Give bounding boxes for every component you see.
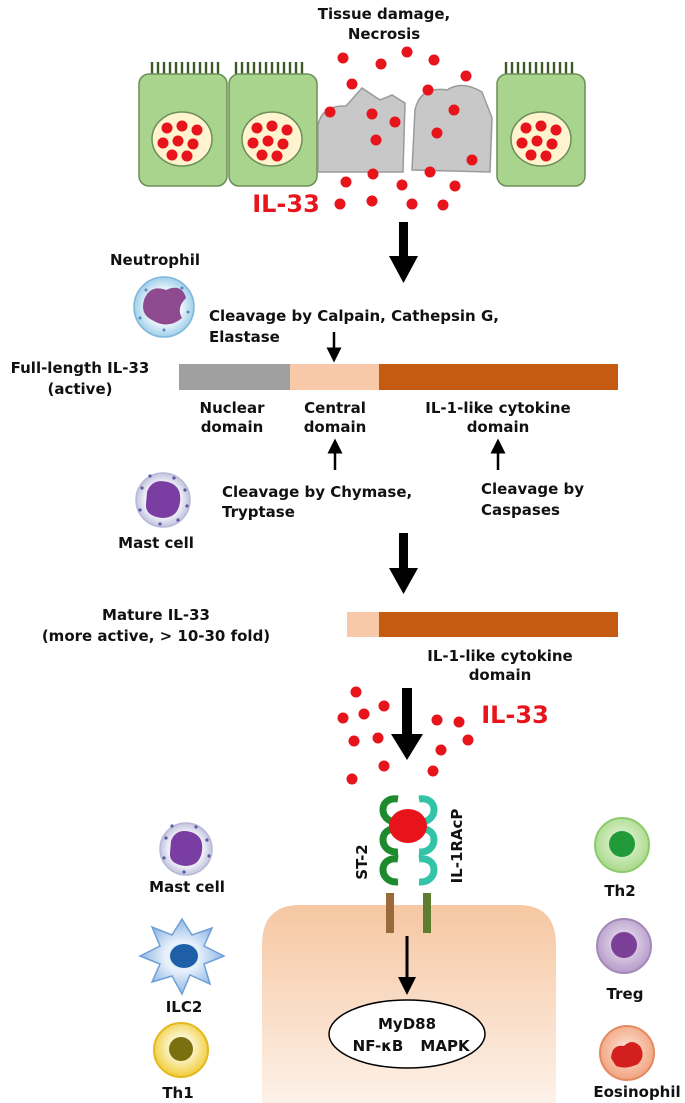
chymase-line1: Cleavage by Chymase, bbox=[222, 483, 412, 501]
il33-label-lower: IL-33 bbox=[481, 701, 549, 729]
bound-il33 bbox=[389, 809, 427, 843]
st2-receptor bbox=[379, 795, 399, 886]
full-length-label-line2: (active) bbox=[48, 380, 113, 398]
necrotic-cell-1 bbox=[317, 87, 406, 173]
caspases-line2: Caspases bbox=[481, 501, 560, 519]
mature-cytokine-line2: domain bbox=[469, 666, 532, 684]
mature-central-bar bbox=[347, 612, 379, 637]
mast-cell-top-label: Mast cell bbox=[118, 534, 194, 552]
mast-cell-top bbox=[135, 472, 191, 528]
caspases-line1: Cleavage by bbox=[481, 480, 584, 498]
mature-cytokine-bar bbox=[379, 612, 618, 637]
neutrophil-cleavage-line2: Elastase bbox=[209, 328, 280, 346]
cell-left-mast: Mast cell bbox=[149, 878, 225, 896]
arrow-down-2 bbox=[389, 533, 418, 594]
st2-transmembrane bbox=[386, 893, 394, 933]
cell-left-th1: Th1 bbox=[162, 1084, 193, 1102]
th2-cell bbox=[594, 817, 650, 873]
title-line2: Necrosis bbox=[348, 25, 420, 43]
nuclear-domain-line2: domain bbox=[201, 418, 264, 436]
cell-right-eosinophil: Eosinophil bbox=[593, 1083, 680, 1101]
th1-cell bbox=[153, 1022, 209, 1078]
mature-label-line1: Mature IL-33 bbox=[102, 606, 210, 624]
st2-label: ST-2 bbox=[353, 844, 371, 880]
cytokine-domain-bar bbox=[379, 364, 618, 390]
nuclear-il33-dots bbox=[157, 120, 562, 162]
receptor-complex bbox=[379, 795, 438, 933]
necrotic-cell-2 bbox=[411, 84, 493, 173]
central-domain-line1: Central bbox=[304, 399, 366, 417]
cell-left-ilc2: ILC2 bbox=[166, 998, 203, 1016]
arrow-down-3 bbox=[391, 688, 423, 760]
neutrophil-cell bbox=[133, 276, 195, 338]
released-il33-dots-lower bbox=[337, 686, 474, 785]
mature-cytokine-line1: IL-1-like cytokine bbox=[427, 647, 572, 665]
il1racp-label: IL-1RAcP bbox=[448, 809, 466, 884]
nuclear-domain-bar bbox=[179, 364, 290, 390]
ilc2-cell bbox=[138, 917, 226, 996]
nuclear-domain-line1: Nuclear bbox=[200, 399, 266, 417]
full-length-label-line1: Full-length IL-33 bbox=[11, 359, 150, 377]
mapk-label: MAPK bbox=[420, 1037, 471, 1055]
cell-right-th2: Th2 bbox=[604, 882, 635, 900]
released-il33-dots-top bbox=[324, 46, 478, 211]
mast-cell-lower bbox=[159, 822, 213, 876]
cell-right-treg: Treg bbox=[607, 985, 644, 1003]
arrow-down-1 bbox=[389, 222, 418, 283]
cytokine-domain-line1: IL-1-like cytokine bbox=[425, 399, 570, 417]
il1racp-receptor bbox=[418, 795, 438, 886]
mature-label-line2: (more active, > 10-30 fold) bbox=[42, 627, 270, 645]
il33-label-top: IL-33 bbox=[252, 190, 320, 218]
title-line1: Tissue damage, bbox=[318, 5, 451, 23]
signaling-ellipse bbox=[328, 999, 486, 1069]
myd88-label: MyD88 bbox=[378, 1015, 436, 1033]
treg-cell bbox=[596, 918, 652, 974]
central-domain-line2: domain bbox=[304, 418, 367, 436]
neutrophil-label: Neutrophil bbox=[110, 251, 200, 269]
il1racp-transmembrane bbox=[423, 893, 431, 933]
eosinophil-cell bbox=[599, 1025, 655, 1081]
epithelial-layer bbox=[138, 62, 586, 187]
nfkb-label: NF-κB bbox=[353, 1037, 404, 1055]
cytokine-domain-line2: domain bbox=[467, 418, 530, 436]
neutrophil-cleavage-line1: Cleavage by Calpain, Cathepsin G, bbox=[209, 307, 499, 325]
chymase-line2: Tryptase bbox=[222, 503, 295, 521]
central-domain-bar bbox=[290, 364, 379, 390]
